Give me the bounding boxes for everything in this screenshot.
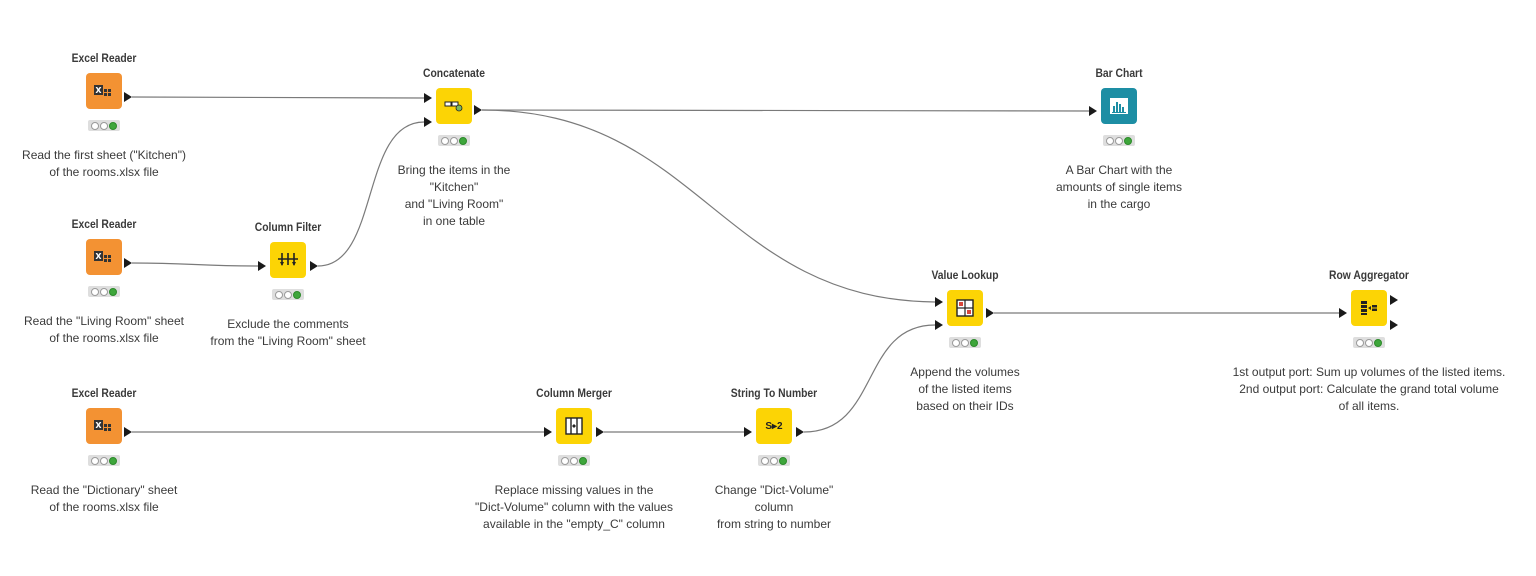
- edge-reader2-filter: [131, 262, 259, 267]
- bar-chart-icon: [1110, 98, 1128, 114]
- outport-arrow: [596, 427, 604, 437]
- node-description: Exclude the comments from the "Living Ro…: [210, 317, 366, 348]
- node-description: Read the first sheet ("Kitchen") of the …: [22, 148, 186, 179]
- node-title: Excel Reader: [71, 51, 137, 65]
- node-status: [272, 289, 304, 300]
- node-title: Row Aggregator: [1329, 268, 1409, 282]
- excel-icon: X: [94, 251, 111, 262]
- inport-arrow: [424, 117, 432, 127]
- outport-arrow: [310, 261, 318, 271]
- node-body[interactable]: X: [86, 73, 122, 109]
- node-status: [1103, 135, 1135, 146]
- node-status: [558, 455, 590, 466]
- node-status: [88, 286, 120, 297]
- node-description: Replace missing values in the "Dict-Volu…: [475, 483, 673, 531]
- node-description: A Bar Chart with the amounts of single i…: [1055, 163, 1183, 211]
- node-description: 1st output port: Sum up volumes of the l…: [1232, 365, 1506, 413]
- edge-concatenate-lookup: [481, 109, 936, 303]
- node-description: Change "Dict-Volume" column from string …: [714, 483, 834, 531]
- inport-arrow: [935, 320, 943, 330]
- node-description: Append the volumes of the listed items b…: [910, 365, 1020, 413]
- node-body[interactable]: S▸2: [756, 408, 792, 444]
- node-status: [438, 135, 470, 146]
- outport-arrow: [474, 105, 482, 115]
- lookup-icon: [956, 299, 974, 317]
- concatenate-icon: [444, 101, 463, 112]
- aggregator-icon: [1361, 301, 1377, 315]
- inport-arrow: [424, 93, 432, 103]
- node-title: Column Filter: [254, 220, 322, 234]
- node-title: Concatenate: [423, 66, 485, 80]
- svg-text:X: X: [95, 421, 102, 430]
- node-body[interactable]: X: [86, 239, 122, 275]
- filter-icon: [278, 253, 298, 266]
- outport-arrow: [124, 427, 132, 437]
- node-title: Bar Chart: [1095, 66, 1143, 80]
- node-status: [758, 455, 790, 466]
- svg-text:X: X: [95, 252, 102, 261]
- node-status: [88, 455, 120, 466]
- edge-concatenate-barchart: [481, 109, 1090, 112]
- node-description: Bring the items in the "Kitchen" and "Li…: [397, 163, 511, 228]
- node-title: Value Lookup: [931, 268, 999, 282]
- merge-icon: [565, 417, 583, 435]
- node-title: Excel Reader: [71, 217, 137, 231]
- outport-arrow: [1390, 320, 1398, 330]
- node-title: Column Merger: [536, 386, 612, 400]
- edge-reader1-concatenate: [131, 96, 425, 99]
- edge-filter-concatenate: [317, 121, 425, 267]
- node-body[interactable]: [1351, 290, 1387, 326]
- node-status: [949, 337, 981, 348]
- node-title: Excel Reader: [71, 386, 137, 400]
- excel-icon: X: [94, 85, 111, 96]
- node-body[interactable]: [1101, 88, 1137, 124]
- node-title: String To Number: [730, 386, 818, 400]
- node-status: [88, 120, 120, 131]
- node-description: Read the "Living Room" sheet of the room…: [24, 314, 184, 345]
- node-body[interactable]: [270, 242, 306, 278]
- outport-arrow: [796, 427, 804, 437]
- node-body[interactable]: X: [86, 408, 122, 444]
- svg-text:X: X: [95, 86, 102, 95]
- outport-arrow: [124, 258, 132, 268]
- inport-arrow: [744, 427, 752, 437]
- node-body[interactable]: [436, 88, 472, 124]
- outport-arrow: [986, 308, 994, 318]
- node-status: [1353, 337, 1385, 348]
- excel-icon: X: [94, 420, 111, 431]
- inport-arrow: [935, 297, 943, 307]
- outport-arrow: [124, 92, 132, 102]
- node-body[interactable]: [947, 290, 983, 326]
- inport-arrow: [258, 261, 266, 271]
- edge-stn-lookup: [803, 324, 936, 433]
- string-to-number-icon: S▸2: [765, 420, 783, 432]
- inport-arrow: [544, 427, 552, 437]
- node-description: Read the "Dictionary" sheet of the rooms…: [30, 483, 178, 514]
- outport-arrow: [1390, 295, 1398, 305]
- inport-arrow: [1089, 106, 1097, 116]
- node-body[interactable]: [556, 408, 592, 444]
- inport-arrow: [1339, 308, 1347, 318]
